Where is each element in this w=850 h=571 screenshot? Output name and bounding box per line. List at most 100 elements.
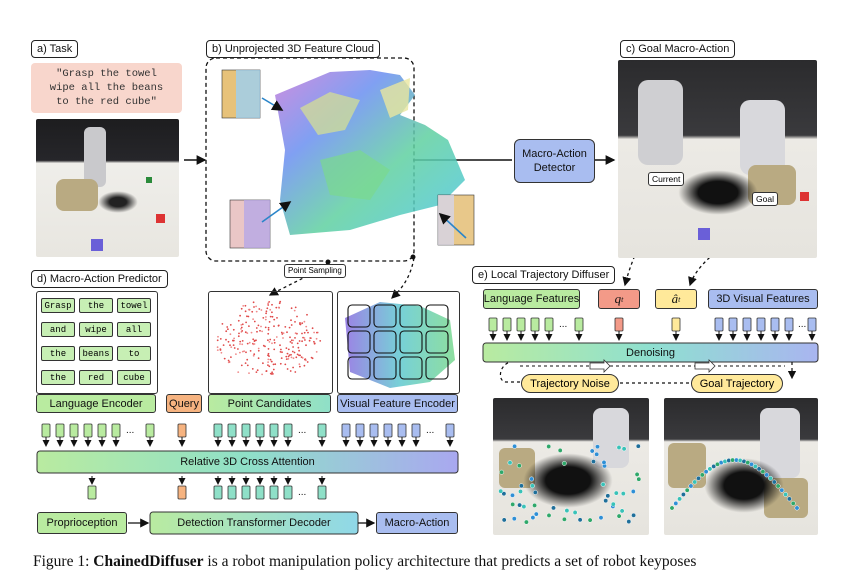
candidate-point [245,351,247,354]
language-encoder: Language Encoder [36,394,156,413]
language-token [83,423,93,438]
candidate-point [216,339,219,342]
candidate-point [286,368,289,370]
visual-feature-token [770,317,780,332]
candidate-point [273,341,276,344]
candidate-point [287,358,290,360]
visual-feature-token [784,317,794,332]
candidate-point [270,360,273,363]
candidate-point [265,370,268,372]
point-token [227,423,237,438]
candidate-point [241,350,244,353]
candidate-point [319,340,322,342]
language-token [69,423,79,438]
candidate-point [237,335,240,338]
candidate-point [267,361,269,363]
candidate-point [306,361,309,363]
candidate-point [287,348,290,351]
candidate-point [301,340,303,343]
candidate-point [242,305,245,307]
candidate-point [217,335,219,338]
candidate-point [267,339,269,342]
visual-token [411,423,421,438]
candidate-point [244,331,247,334]
point-sampling-label: Point Sampling [284,264,346,278]
candidate-point [261,330,263,333]
language-feature-token [544,317,554,332]
feature-patch [399,304,423,328]
point-token [283,423,293,438]
feature-patch [425,330,449,354]
candidate-point [253,340,256,342]
candidate-point [219,338,222,340]
candidate-point [267,364,269,366]
candidate-point [257,357,260,360]
candidate-point [290,353,292,356]
word-token: red [79,370,113,385]
candidate-point [291,350,294,353]
candidate-point [290,319,292,322]
candidate-point [257,347,260,350]
candidate-point [307,331,309,334]
candidate-point [316,331,318,334]
candidate-point [255,371,258,373]
candidate-point [239,314,242,317]
candidate-point [315,337,318,340]
ellipsis-mark: ... [298,425,306,436]
candidate-point [271,303,273,306]
candidate-point [268,321,271,323]
decoder-token [255,485,265,500]
candidate-point [296,315,298,318]
candidate-point [241,340,244,342]
candidate-point [253,353,256,356]
language-token [97,423,107,438]
feature-patch [425,356,449,380]
caption-name: ChainedDiffuser [93,553,204,570]
candidate-point [244,304,247,307]
candidate-point [240,326,243,329]
decoder-token [227,485,237,500]
candidate-point [272,373,274,375]
caption-prefix: Figure 1: [33,553,90,570]
candidate-point [286,331,288,334]
candidate-point [281,333,284,335]
language-token [41,423,51,438]
language-feature-token [574,317,584,332]
candidate-point [216,346,219,349]
language-token [55,423,65,438]
candidate-point [237,348,239,350]
candidate-point [237,371,240,373]
candidate-point [262,317,265,319]
panel-label-goal: c) Goal Macro-Action [620,40,736,58]
candidate-point [220,351,223,354]
candidate-point [260,309,263,311]
candidate-point [292,366,294,369]
candidate-point [279,344,281,347]
candidate-point [267,348,270,350]
candidate-point [295,356,298,359]
candidate-point [227,361,230,364]
candidate-point [268,365,271,368]
candidate-point [292,346,294,348]
candidate-point [247,315,250,318]
ellipsis-mark: ... [798,319,806,330]
candidate-point [289,336,291,339]
query-token-box: Query [166,394,202,413]
candidate-point [233,347,236,349]
candidate-point [286,352,289,355]
visual-feature-token [742,317,752,332]
candidate-point [225,338,227,341]
candidate-point [265,310,268,313]
visual-feature-token [728,317,738,332]
candidate-point [262,344,265,347]
candidate-point [248,325,250,327]
candidate-point [229,344,231,347]
candidate-point [257,349,260,352]
candidate-point [246,315,248,318]
candidate-point [290,339,293,342]
candidate-point [226,326,229,328]
visual-features-panel [337,291,460,394]
candidate-point [273,325,275,328]
candidate-point [294,321,296,323]
panel-label-cloud: b) Unprojected 3D Feature Cloud [206,40,381,58]
